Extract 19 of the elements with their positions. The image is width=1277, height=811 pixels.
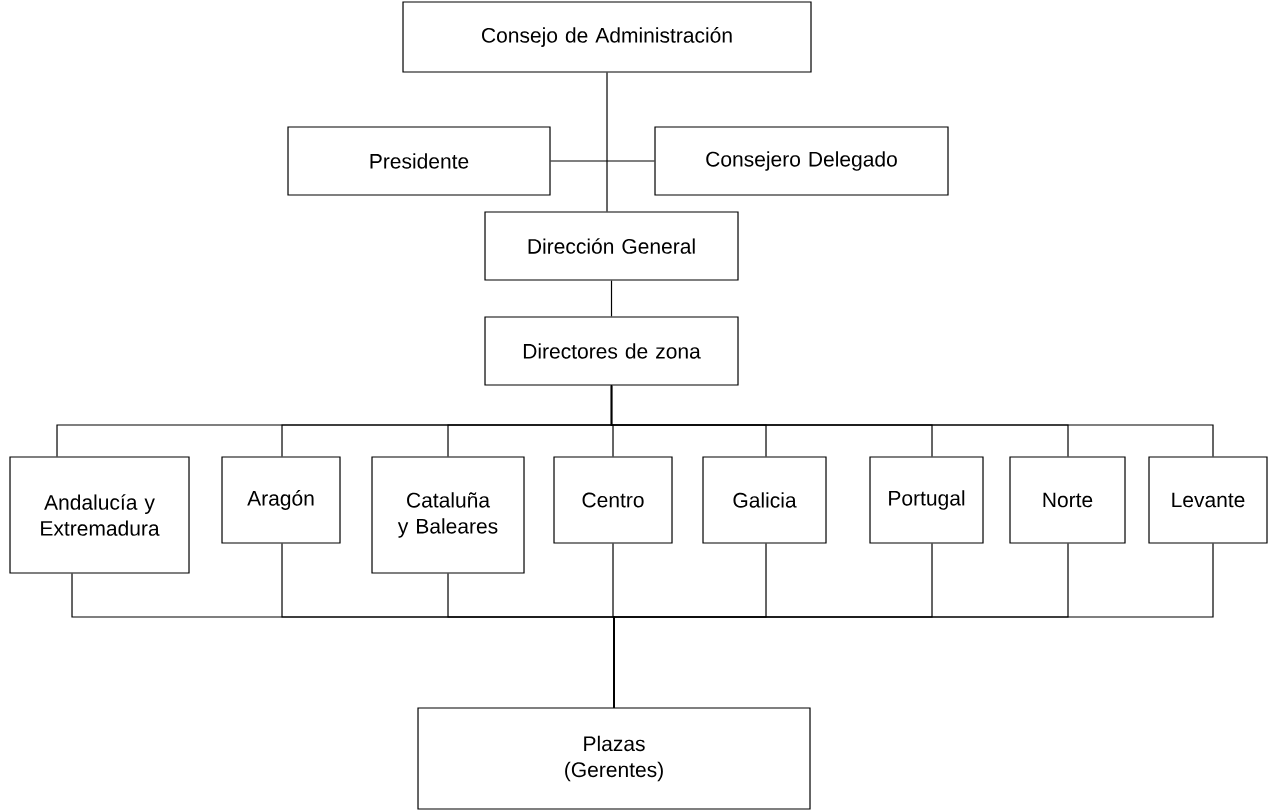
org-box: Centro bbox=[553, 456, 673, 544]
org-box: Portugal bbox=[869, 456, 984, 544]
connector-line bbox=[610, 385, 1214, 457]
org-box: Andalucía y Extremadura bbox=[9, 456, 190, 574]
org-box: Aragón bbox=[221, 456, 341, 544]
org-box: Levante bbox=[1148, 456, 1268, 544]
org-box: Plazas (Gerentes) bbox=[417, 707, 811, 810]
org-box: Galicia bbox=[702, 456, 827, 544]
connector-line bbox=[610, 280, 613, 317]
connector-line bbox=[550, 160, 655, 162]
org-box: Cataluña y Baleares bbox=[371, 456, 525, 574]
org-box: Directores de zona bbox=[484, 316, 739, 386]
org-box: Consejero Delegado bbox=[654, 126, 949, 196]
org-box: Norte bbox=[1009, 456, 1126, 544]
org-box: Presidente bbox=[287, 126, 551, 196]
connector-line bbox=[606, 72, 608, 212]
connector-line bbox=[613, 543, 1214, 708]
org-box: Consejo de Administración bbox=[402, 1, 812, 73]
org-box: Dirección General bbox=[484, 211, 739, 281]
